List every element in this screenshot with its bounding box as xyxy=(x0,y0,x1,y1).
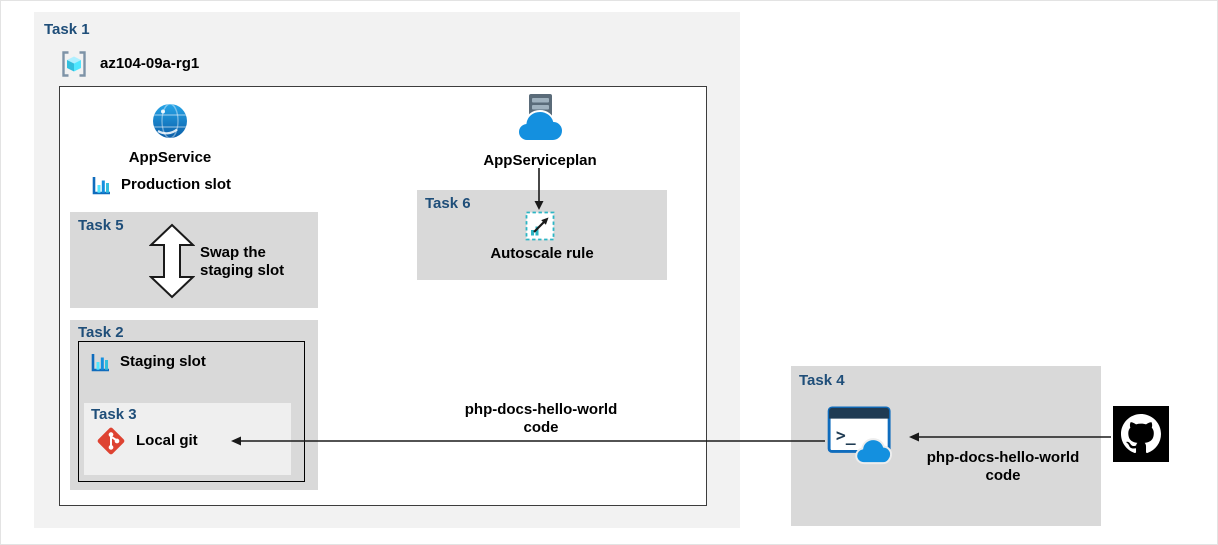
app-service-plan-icon xyxy=(516,93,565,145)
app-service-plan-block: AppServiceplan xyxy=(475,93,605,170)
task3-label: Task 3 xyxy=(91,406,137,423)
app-service-plan-label: AppServiceplan xyxy=(483,152,597,169)
task4-code-label: php-docs-hello-world code xyxy=(926,449,1080,484)
app-service-boundary: AppService AppServiceplan xyxy=(59,86,707,506)
task6-container: Task 6 Autoscale rule xyxy=(417,190,667,280)
app-service-block: AppService xyxy=(105,102,235,167)
resource-group-header: az104-09a-rg1 xyxy=(58,48,199,80)
task5-caption: Swap the staging slot xyxy=(200,244,285,279)
task1-container: Task 1 az104-09a-rg1 xyxy=(34,12,740,528)
github-icon xyxy=(1113,406,1169,462)
task5-label: Task 5 xyxy=(78,217,124,234)
staging-slot-label: Staging slot xyxy=(120,353,206,371)
production-slot-label: Production slot xyxy=(121,176,231,194)
resource-group-icon xyxy=(58,48,90,80)
task3-container: Task 3 xyxy=(84,403,291,475)
task2-container: Task 2 Staging slot xyxy=(70,320,318,490)
local-git-label: Local git xyxy=(136,432,198,450)
task6-label: Task 6 xyxy=(425,195,471,212)
staging-slot-icon xyxy=(89,351,111,373)
resource-group-name: az104-09a-rg1 xyxy=(100,55,200,73)
task1-label: Task 1 xyxy=(44,21,90,38)
task4-container: Task 4 >_ php-docs-hello-world code xyxy=(791,366,1101,526)
production-slot-icon xyxy=(90,174,112,196)
git-icon xyxy=(96,426,126,456)
flow-code-label: php-docs-hello-world code xyxy=(464,401,618,436)
autoscale-icon xyxy=(525,211,555,241)
staging-slot-row: Staging slot xyxy=(89,351,206,373)
task4-label: Task 4 xyxy=(799,372,845,389)
staging-slot-boundary: Staging slot Task 3 xyxy=(78,341,305,482)
cloud-shell-icon: >_ xyxy=(827,406,899,466)
task6-caption: Autoscale rule xyxy=(490,245,594,262)
production-slot-row: Production slot xyxy=(90,174,231,196)
task2-label: Task 2 xyxy=(78,324,124,341)
local-git-row: Local git xyxy=(96,426,198,456)
task5-container: Task 5 Swap the staging slot xyxy=(70,212,318,308)
app-service-label: AppService xyxy=(128,149,212,166)
app-service-icon xyxy=(151,102,189,140)
svg-text:>_: >_ xyxy=(836,426,856,445)
swap-double-arrow-icon xyxy=(148,223,196,299)
